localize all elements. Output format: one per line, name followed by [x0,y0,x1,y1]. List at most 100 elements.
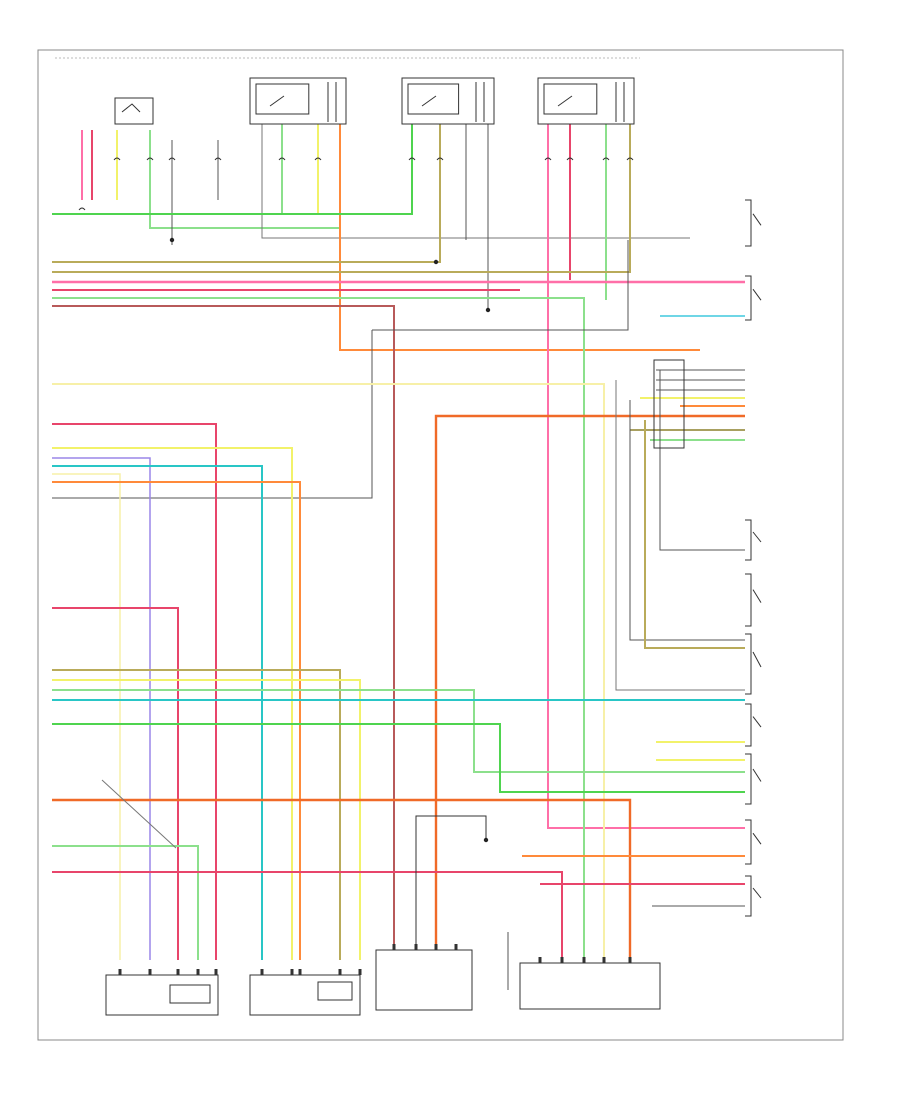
pin [338,969,342,975]
wire [52,124,413,215]
pin [260,969,264,975]
right-component-bracket [745,519,752,561]
components-layer [78,77,762,1016]
wire [52,383,605,958]
wire [52,124,631,273]
pin [538,957,542,963]
wire-thin [615,380,745,691]
splice-dot [485,307,491,313]
connector-mark [314,157,322,161]
pin [582,957,586,963]
right-component-switch [752,832,762,845]
wires-layer [52,124,745,990]
top-relay-1 [114,97,154,125]
top-switch-assembly-1 [249,77,347,125]
wire [547,124,745,829]
wire [52,679,361,960]
pin [290,969,294,975]
wire [149,130,340,229]
relay-switch [121,103,141,113]
pin [454,944,458,950]
pin [148,969,152,975]
right-component-switch [752,531,762,543]
wire [52,124,441,263]
right-component-switch [752,716,762,728]
wire-thin [415,815,487,960]
connector-mark [602,157,610,161]
switch-blade [421,95,437,107]
wire [52,305,395,960]
wire-thin [101,779,177,849]
right-component-switch [752,651,762,668]
wire-thin [52,330,373,499]
pin [196,969,200,975]
right-component-bracket [745,633,752,695]
wire [644,420,745,649]
connector-mark [113,157,121,161]
top-switch-assembly-2 [401,77,495,125]
wire [52,465,263,960]
connector-mark [626,157,634,161]
left-module [105,974,219,1016]
pin [602,957,606,963]
connector-mark [566,157,574,161]
connector-mark [214,157,222,161]
pin [358,969,362,975]
pin [628,957,632,963]
right-component-bracket [745,753,752,805]
switch-contact-box [543,83,598,115]
connector-mark [146,157,154,161]
switch-blade [269,95,285,107]
inner-box [317,981,353,1001]
right-component-bracket [745,819,752,865]
splice-dot [483,837,489,843]
wire [52,473,121,960]
switch-blade [557,95,573,107]
center-module [375,949,473,1011]
wire [52,447,293,960]
right-component-bracket [745,573,752,627]
splice-dot [169,237,175,243]
wire [52,669,341,960]
switch-contact-box [407,83,460,115]
splice-dot [433,259,439,265]
right-component-switch [752,768,762,782]
wire [52,689,745,773]
pin [118,969,122,975]
right-component-bracket [745,703,752,747]
wire-thin [629,400,745,641]
right-component-bracket [745,199,752,247]
right-connector-block [653,359,685,449]
wire [52,457,151,960]
switch-contact-box [255,83,310,115]
center-left-module [249,974,361,1016]
pin [298,969,302,975]
wire-thin [372,240,629,331]
connector-mark [544,157,552,161]
wire [52,297,585,960]
pin [392,944,396,950]
pin [434,944,438,950]
wire [52,723,745,793]
right-component-bracket [745,275,752,321]
right-component-switch [752,887,762,899]
wire [339,124,700,351]
wire [52,845,199,960]
connector-mark [78,207,86,211]
pin [176,969,180,975]
connector-mark [436,157,444,161]
wire [52,871,563,958]
pin [560,957,564,963]
connector-mark [408,157,416,161]
wire [434,414,745,960]
wire [52,423,217,960]
connector-mark [278,157,286,161]
pin [214,969,218,975]
top-switch-assembly-3 [537,77,635,125]
pin [414,944,418,950]
right-component-switch [752,288,762,301]
wire [52,798,632,958]
inner-box [169,984,211,1004]
